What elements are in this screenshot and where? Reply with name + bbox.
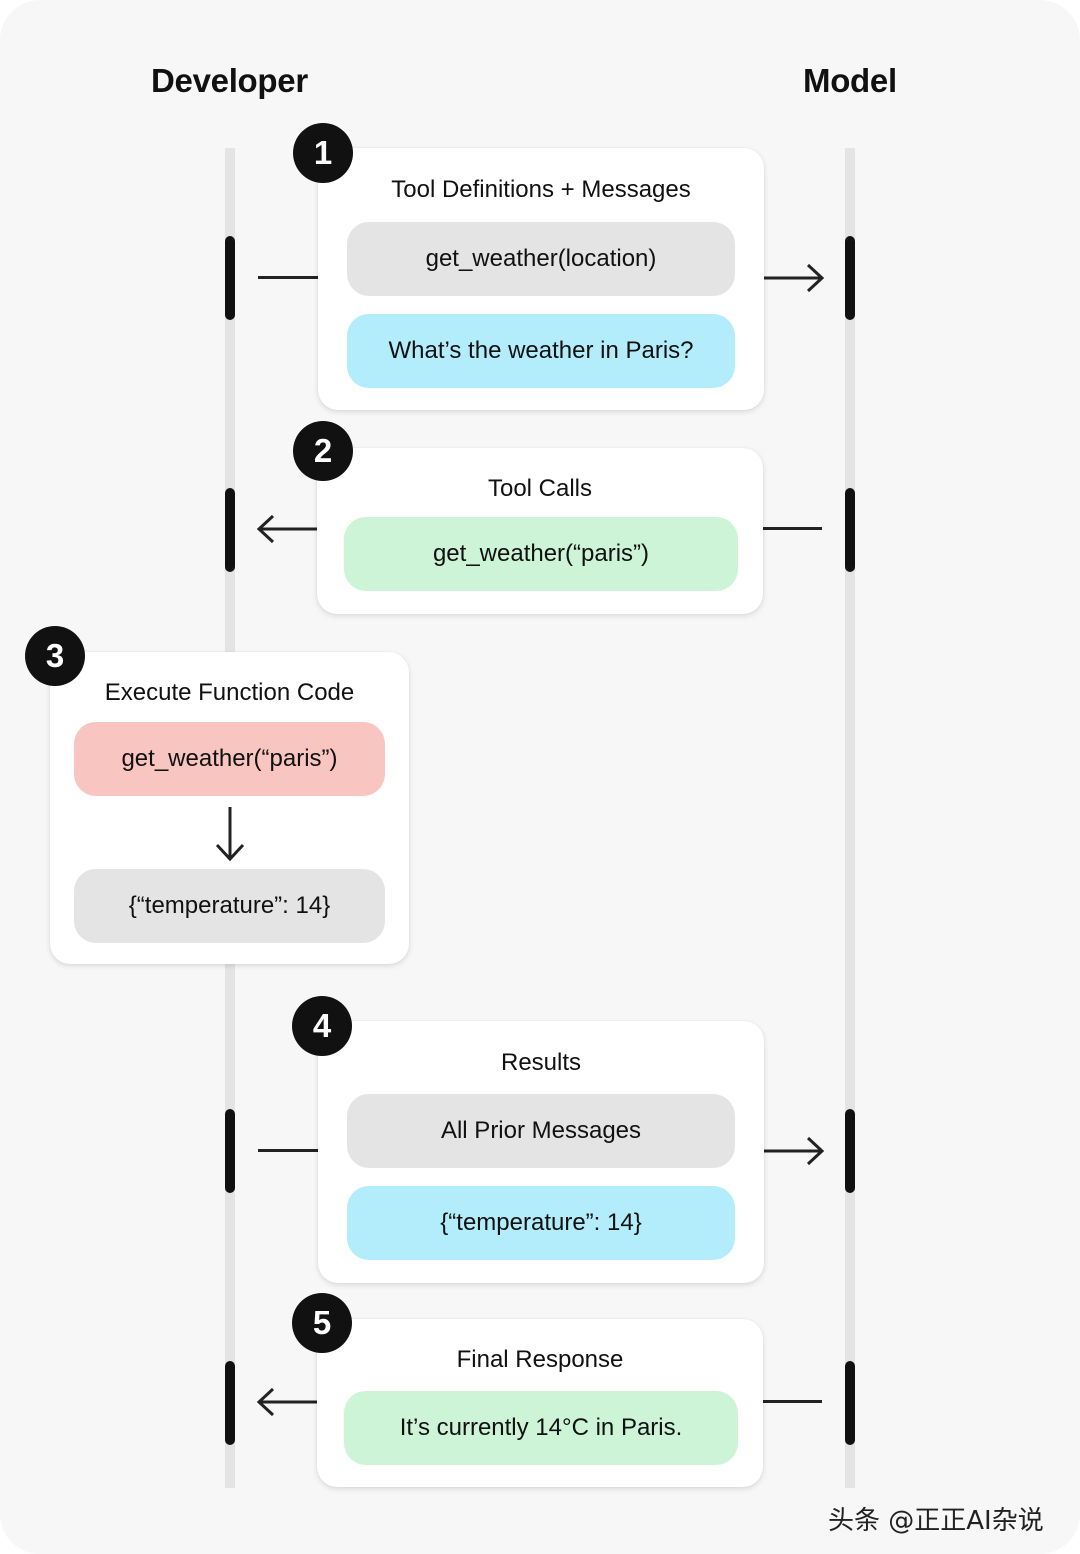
step-1-tool-definition-pill: get_weather(location): [347, 222, 735, 296]
step-4-result-pill: {“temperature”: 14}: [347, 1186, 735, 1260]
arrow-right-icon: [764, 263, 825, 293]
step-4-prior-messages-pill: All Prior Messages: [347, 1094, 735, 1168]
connector-line-step-5: [763, 1400, 822, 1403]
arrow-left-icon: [256, 1387, 317, 1417]
step-5-title: Final Response: [456, 1346, 624, 1373]
arrow-right-icon: [764, 1136, 825, 1166]
connector-line-step-2: [763, 527, 822, 530]
step-5-card: Final Response It’s currently 14°C in Pa…: [317, 1319, 763, 1487]
step-3-card: Execute Function Code get_weather(“paris…: [50, 652, 409, 964]
step-4-badge: 4: [292, 996, 352, 1056]
step-4-card: Results All Prior Messages {“temperature…: [318, 1021, 764, 1283]
step-3-result-pill: {“temperature”: 14}: [74, 869, 385, 943]
developer-tick-step-5: [225, 1361, 235, 1445]
step-1-message-pill: What’s the weather in Paris?: [347, 314, 735, 388]
step-5-badge: 5: [292, 1293, 352, 1353]
model-tick-step-1: [845, 236, 855, 320]
model-column-title: Model: [803, 62, 897, 99]
step-3-function-call-pill: get_weather(“paris”): [74, 722, 385, 796]
step-3-title: Execute Function Code: [104, 679, 355, 706]
model-tick-step-5: [845, 1361, 855, 1445]
step-4-title: Results: [500, 1049, 582, 1076]
step-5-response-pill: It’s currently 14°C in Paris.: [344, 1391, 738, 1465]
developer-column-title: Developer: [151, 62, 308, 99]
model-tick-step-4: [845, 1109, 855, 1193]
step-2-title: Tool Calls: [487, 475, 593, 502]
step-2-card: Tool Calls get_weather(“paris”): [317, 448, 763, 614]
arrow-down-icon: [215, 807, 245, 862]
step-1-badge: 1: [293, 123, 353, 183]
developer-tick-step-2: [225, 488, 235, 572]
arrow-left-icon: [256, 514, 317, 544]
watermark: 头条 @正正AI杂说: [828, 1506, 1044, 1536]
step-3-badge: 3: [25, 626, 85, 686]
connector-line-step-1: [258, 276, 318, 279]
developer-tick-step-1: [225, 236, 235, 320]
step-1-card: Tool Definitions + Messages get_weather(…: [318, 148, 764, 410]
connector-line-step-4: [258, 1149, 318, 1152]
step-1-title: Tool Definitions + Messages: [391, 176, 691, 203]
developer-tick-step-4: [225, 1109, 235, 1193]
step-2-tool-call-pill: get_weather(“paris”): [344, 517, 738, 591]
model-tick-step-2: [845, 488, 855, 572]
step-2-badge: 2: [293, 421, 353, 481]
model-lifeline: [845, 148, 855, 1488]
